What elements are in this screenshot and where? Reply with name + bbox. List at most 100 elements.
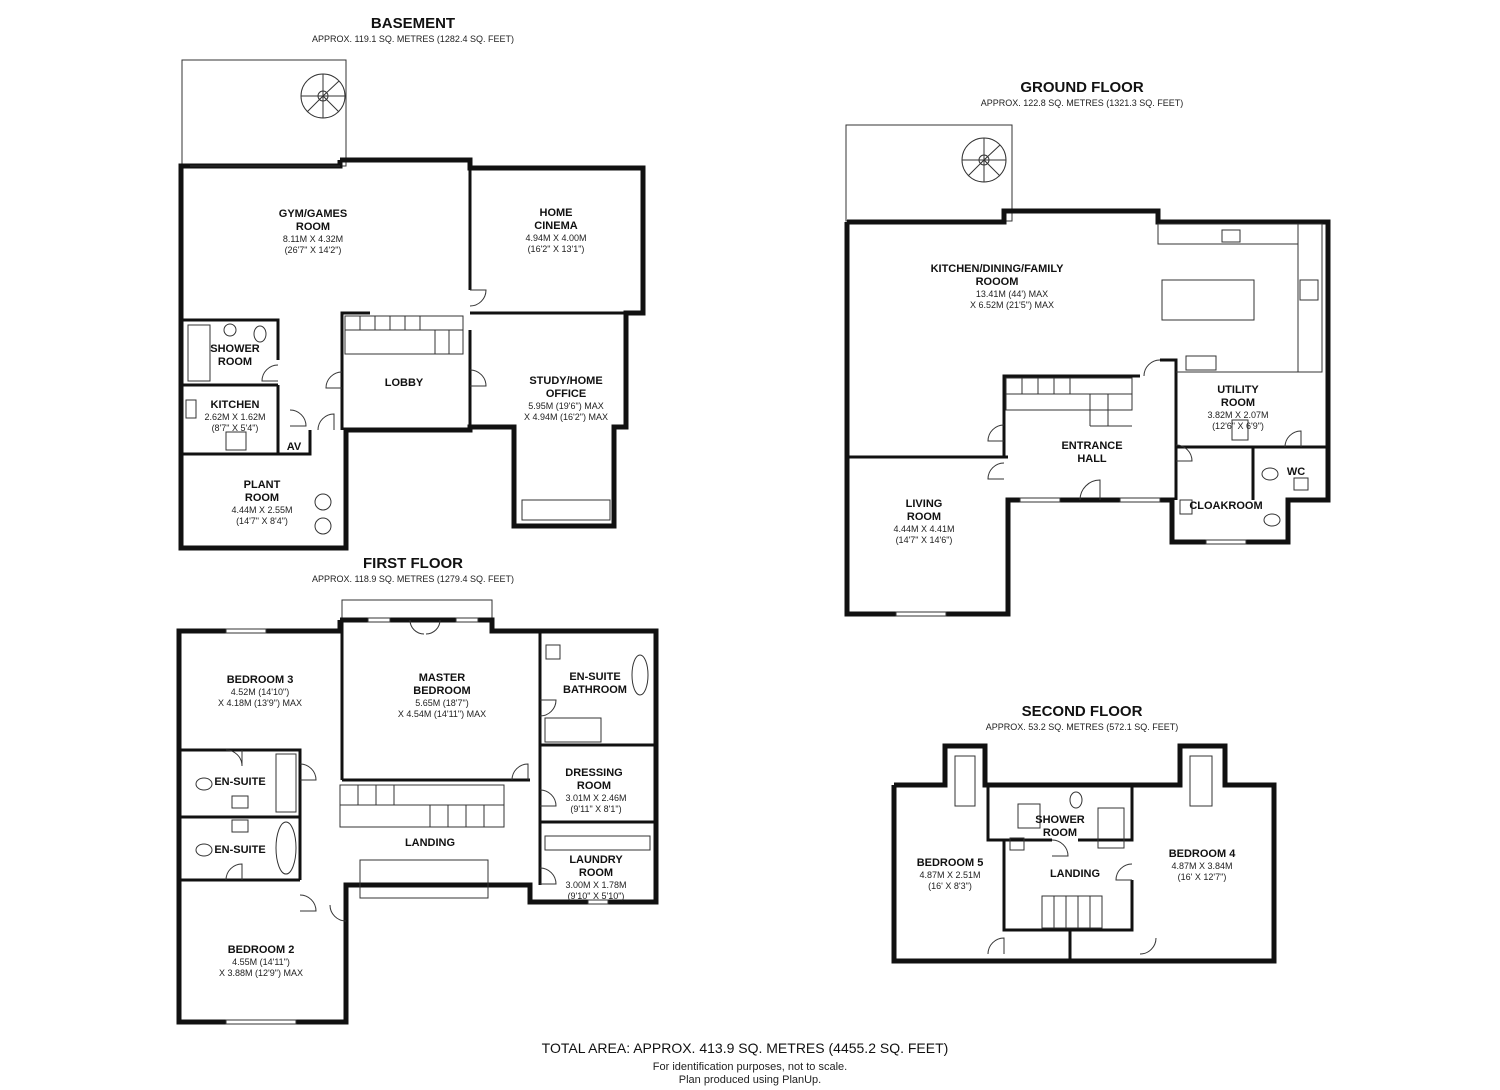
room-name: LIVING	[906, 498, 943, 510]
door	[1143, 359, 1161, 377]
wall	[1160, 358, 1178, 500]
door	[987, 937, 1005, 955]
front-door	[1079, 479, 1101, 501]
room-dimensions: X 4.94M (16'2") MAX	[524, 412, 608, 422]
room-name: ROOM	[579, 867, 613, 879]
first-floor-area: APPROX. 118.9 SQ. METRES (1279.4 SQ. FEE…	[312, 574, 514, 584]
first-floor-plan: FIRST FLOOR APPROX. 118.9 SQ. METRES (12…	[176, 555, 659, 1025]
room-name: KITCHEN	[211, 399, 260, 411]
wall	[1002, 840, 1134, 932]
door	[987, 424, 1005, 442]
room-dimensions: (9'11" X 8'1")	[570, 804, 621, 814]
room-dimensions: 5.95M (19'6") MAX	[528, 401, 603, 411]
door	[1051, 839, 1069, 857]
skylight-icon	[1017, 803, 1041, 829]
window	[455, 617, 479, 623]
door	[325, 371, 343, 389]
second-floor-area: APPROX. 53.2 SQ. METRES (572.1 SQ. FEET)	[986, 722, 1179, 732]
room-name: MASTER	[419, 672, 466, 684]
wall	[181, 430, 312, 456]
spiral-stair-ground	[961, 137, 1007, 183]
ground-floor-plan: GROUND FLOOR APPROX. 122.8 SQ. METRES (1…	[844, 79, 1331, 617]
window	[1019, 497, 1061, 503]
toilet-icon	[1261, 467, 1279, 481]
door	[469, 289, 487, 307]
wall	[1002, 374, 1140, 457]
window	[587, 899, 609, 905]
door	[261, 364, 279, 382]
door	[225, 863, 243, 881]
room-dimensions: 3.82M X 2.07M	[1207, 410, 1268, 420]
window	[225, 1019, 297, 1025]
door	[1139, 937, 1157, 955]
door	[299, 894, 317, 912]
wall	[179, 748, 302, 880]
basin-icon	[1009, 837, 1025, 851]
skylight-icon	[954, 755, 976, 807]
room-dimensions: (26'7" X 14'2")	[285, 245, 342, 255]
room-name: BEDROOM 2	[228, 944, 295, 956]
stairs-basement	[344, 315, 464, 355]
toilet-icon	[195, 777, 213, 791]
room-name: LANDING	[1050, 868, 1100, 880]
room-name: UTILITY	[1217, 384, 1259, 396]
room-dimensions: 2.62M X 1.62M	[204, 412, 265, 422]
room-name: BEDROOM 3	[227, 674, 294, 686]
room-dimensions: X 3.88M (12'9") MAX	[219, 968, 303, 978]
door	[317, 413, 335, 431]
room-name: DRESSING	[565, 767, 622, 779]
basement-title: BASEMENT	[371, 15, 455, 32]
room-name: STUDY/HOME	[529, 375, 602, 387]
door	[299, 763, 317, 781]
room-dimensions: (9'10" X 5'10")	[568, 891, 625, 901]
ground-outer-wall	[844, 208, 1331, 617]
toilet-icon	[1263, 513, 1281, 527]
basement-area: APPROX. 119.1 SQ. METRES (1282.4 SQ. FEE…	[312, 34, 514, 44]
toilet-icon	[1069, 791, 1083, 809]
room-dimensions: 3.01M X 2.46M	[565, 793, 626, 803]
window	[225, 628, 267, 634]
door	[289, 409, 307, 427]
sink-icon	[1231, 419, 1249, 441]
wall	[340, 311, 370, 430]
ground-floor-area: APPROX. 122.8 SQ. METRES (1321.3 SQ. FEE…	[981, 98, 1184, 108]
shower-tray-icon	[275, 753, 297, 813]
first-floor-title: FIRST FLOOR	[363, 555, 463, 572]
door	[1115, 863, 1133, 881]
window	[1119, 497, 1161, 503]
room-dimensions: (16'2" X 13'1")	[528, 244, 585, 254]
basin-icon	[223, 323, 237, 337]
toilet-icon	[195, 843, 213, 857]
basin-icon	[231, 819, 249, 833]
room-name: EN-SUITE	[569, 671, 620, 683]
second-floor-plan: SECOND FLOOR APPROX. 53.2 SQ. METRES (57…	[891, 703, 1277, 964]
room-name: BATHROOM	[563, 684, 627, 696]
room-name: WC	[1287, 466, 1305, 478]
room-name: BEDROOM 5	[917, 857, 984, 869]
room-dimensions: 8.11M X 4.32M	[283, 234, 343, 244]
room-name: BEDROOM 4	[1169, 848, 1237, 860]
room-dimensions: (12'6" X 6'9")	[1212, 421, 1264, 431]
stairs-ground	[1005, 377, 1133, 427]
desk-icon	[521, 499, 611, 521]
room-dimensions: 4.87M X 3.84M	[1171, 861, 1232, 871]
room-dimensions: (8'7" X 5'4")	[212, 423, 259, 433]
room-dimensions: 13.41M (44') MAX	[976, 289, 1048, 299]
window	[367, 617, 391, 623]
room-name: CINEMA	[534, 220, 577, 232]
room-dimensions: 4.94M X 4.00M	[525, 233, 586, 243]
kitchen-units	[1297, 223, 1323, 373]
room-name: ROOM	[907, 511, 941, 523]
room-name: ROOM	[296, 221, 330, 233]
room-name: EN-SUITE	[214, 776, 265, 788]
room-dimensions: 4.44M X 2.55M	[231, 505, 292, 515]
room-name: ROOM	[218, 356, 252, 368]
room-name: SHOWER	[1035, 814, 1085, 826]
boiler-icon	[314, 493, 332, 511]
laundry-worktop	[544, 835, 651, 851]
room-dimensions: 5.65M (18'7")	[415, 698, 468, 708]
basin-icon	[1179, 499, 1193, 515]
door	[539, 789, 557, 807]
wall	[986, 785, 1052, 842]
